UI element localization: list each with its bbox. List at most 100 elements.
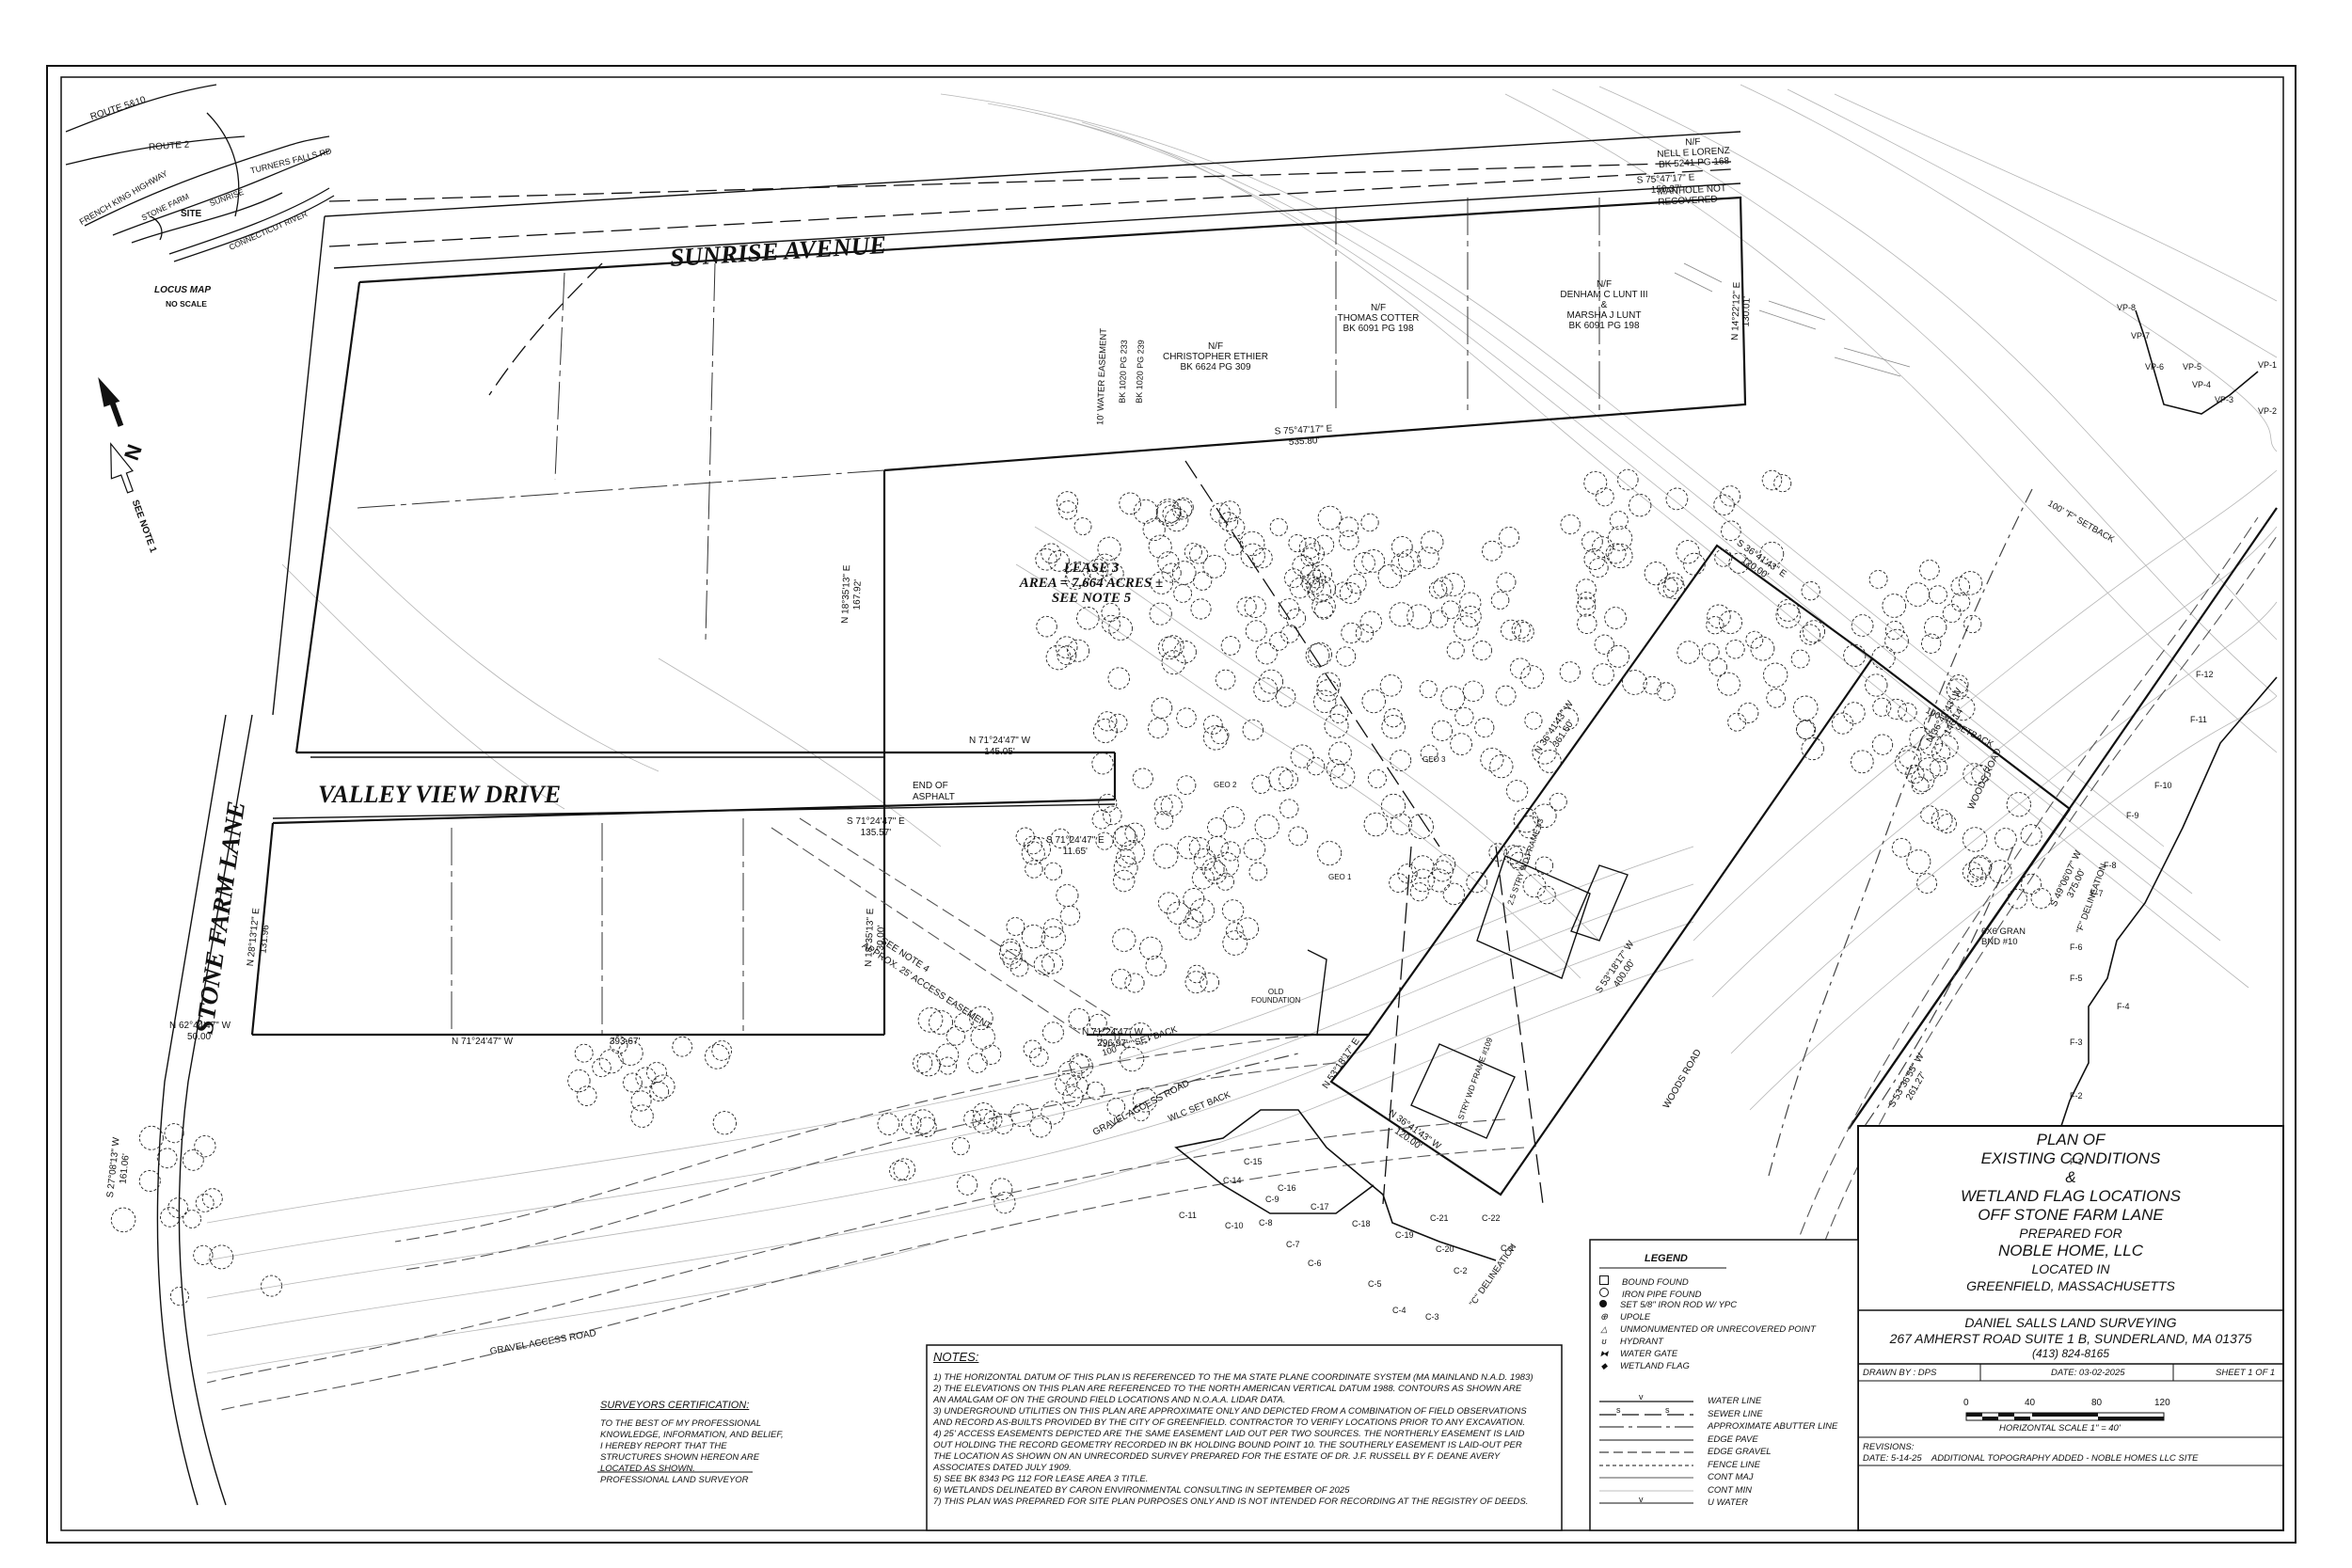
tree-icon: [1595, 487, 1614, 507]
tree-icon: [1207, 816, 1228, 838]
tree-icon: [164, 1123, 184, 1144]
tree-icon: [1115, 847, 1136, 868]
tree-icon: [1410, 855, 1435, 879]
note-line: 6) WETLANDS DELINEATED BY CARON ENVIRONM…: [933, 1485, 1350, 1496]
tree-icon: [1843, 702, 1866, 724]
tree-icon: [951, 1137, 970, 1156]
tree-icon: [160, 1207, 181, 1227]
abutter-lorenz: N/F NELL E LORENZ BK 5241 PG 168: [1641, 135, 1746, 171]
tree-icon: [1102, 562, 1124, 585]
title-line-prepared: PREPARED FOR: [2019, 1226, 2122, 1241]
tree-icon: [1189, 545, 1209, 564]
tree-icon: [1532, 803, 1557, 829]
bearing-text: N 62°44'47" W: [169, 1021, 231, 1031]
abutter-line: N/F: [1207, 341, 1224, 352]
tree-icon: [1929, 758, 1948, 777]
tree-icon: [1408, 814, 1434, 839]
flag-c-20: C-20: [1436, 1244, 1454, 1254]
tree-icon: [1389, 873, 1409, 894]
tree-icon: [1248, 862, 1268, 881]
tree-icon: [1380, 793, 1406, 818]
tree-icon: [1300, 547, 1320, 567]
flag-c-6: C-6: [1308, 1259, 1322, 1268]
tree-icon: [1220, 841, 1241, 862]
tree-icon: [1576, 596, 1597, 617]
abutter-line: N/F: [1370, 303, 1387, 313]
tree-icon: [1831, 712, 1854, 735]
tree-icon: [1891, 837, 1912, 858]
tree-icon: [1062, 1085, 1084, 1107]
legend-line-item: WATER LINE: [1708, 1396, 1762, 1406]
flag-c-18: C-18: [1352, 1219, 1371, 1228]
certification-title: SURVEYORS CERTIFICATION:: [600, 1400, 750, 1411]
setback-line: [1109, 488, 2033, 1177]
legend-item: ⊕UPOLE: [1599, 1312, 1650, 1323]
tree-icon: [1581, 531, 1603, 553]
scale-bar: [1965, 1412, 2165, 1421]
wetland-delineation: [1174, 309, 2278, 1261]
tree-icon: [1224, 536, 1244, 556]
tree-icon: [935, 1043, 960, 1068]
drawn-by: DRAWN BY : DPS: [1863, 1368, 1937, 1378]
tree-icon: [1129, 1022, 1152, 1045]
roads: [156, 131, 1741, 1506]
title-line-off: OFF STONE FARM LANE: [1978, 1206, 2164, 1224]
tree-icon: [1361, 549, 1386, 573]
tree-icon: [1097, 1028, 1116, 1048]
tree-icon: [1898, 702, 1917, 722]
tree-icon: [1555, 707, 1579, 731]
tree-icon: [1727, 712, 1747, 732]
tree-icon: [711, 1040, 733, 1061]
gran-line-2: BND #10: [1981, 937, 2018, 947]
tree-icon: [916, 1053, 941, 1077]
tree-icon: [970, 1024, 995, 1050]
tree-icon: [1942, 603, 1962, 624]
note-line: 5) SEE BK 8343 PG 112 FOR LEASE AREA 3 T…: [933, 1474, 1149, 1484]
tree-icon: [893, 1158, 916, 1181]
hatch-area: [1674, 262, 1911, 377]
tree-icon: [1514, 622, 1534, 642]
tree-icon: [1607, 644, 1630, 668]
tree-icon: [1801, 581, 1820, 601]
utility-pole-icon: ⊕: [1599, 1312, 1609, 1323]
tree-icon: [1577, 592, 1596, 610]
tree-icon: [1339, 530, 1359, 551]
tree-icon: [1745, 630, 1764, 649]
tree-icon: [1843, 643, 1867, 667]
tree-icon: [1025, 860, 1043, 879]
tree-icon: [1898, 745, 1922, 769]
tree-icon: [980, 1044, 1002, 1065]
tree-icon: [1524, 711, 1543, 730]
tree-icon: [1377, 563, 1403, 589]
buildings: [1298, 855, 1629, 1139]
tree-icon: [917, 1006, 944, 1033]
tree-icon: [1093, 553, 1117, 577]
flag-f-5: F-5: [2070, 974, 2083, 983]
tree-icon: [1021, 841, 1045, 865]
tree-icon: [156, 1148, 178, 1169]
tree-icon: [1496, 572, 1517, 593]
tree-icon: [1617, 468, 1639, 491]
tree-icon: [1251, 774, 1271, 794]
outer-border: [46, 65, 2296, 1544]
tree-icon: [1495, 685, 1517, 706]
tree-icon: [1089, 1013, 1107, 1032]
tree-icon: [1029, 1115, 1052, 1138]
flag-vp-7: VP-7: [2131, 331, 2151, 341]
tree-icon: [1420, 744, 1438, 763]
legend-line-item: U WATER: [1708, 1497, 1748, 1508]
tree-icon: [1041, 543, 1062, 564]
flag-vp-2: VP-2: [2258, 406, 2278, 416]
tree-icon: [1254, 814, 1279, 840]
tree-icon: [1026, 836, 1052, 862]
tree-icon: [1145, 955, 1167, 977]
hydrant-icon: ʊ: [1601, 1337, 1607, 1346]
tree-icon: [1029, 1047, 1049, 1068]
tree-icon: [1906, 849, 1931, 875]
tree-icon: [1222, 930, 1248, 956]
tree-icon: [1916, 873, 1938, 895]
tree-icon: [1725, 639, 1745, 659]
tree-icon: [1243, 837, 1266, 861]
